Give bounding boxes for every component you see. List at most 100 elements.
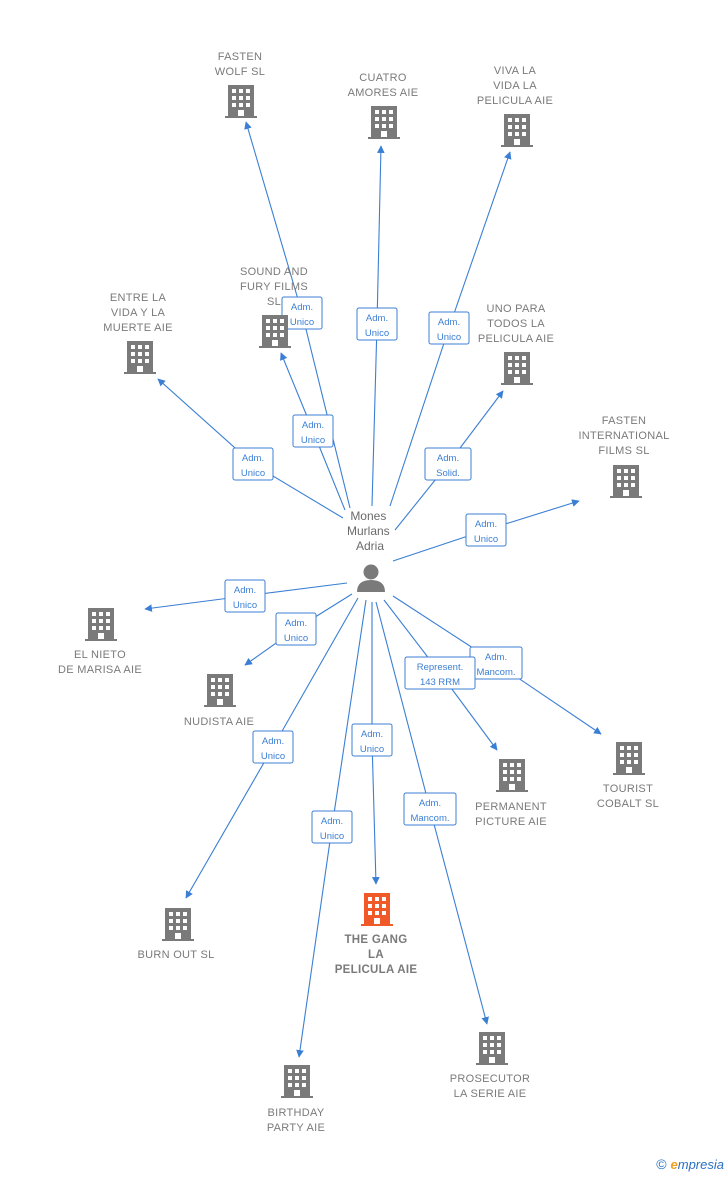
edge-label-box bbox=[351, 723, 393, 757]
company-label: BURN OUT SL bbox=[137, 949, 214, 961]
company-label-line: PROSECUTOR bbox=[450, 1073, 530, 1085]
company-label-line: BIRTHDAY bbox=[267, 1107, 324, 1119]
edge-prosecutor: Adm.Mancom. bbox=[375, 601, 489, 1025]
edge-role-label[interactable]: Adm.Unico bbox=[311, 810, 353, 844]
company-label-line: VIDA LA bbox=[493, 80, 537, 92]
edge-role-label[interactable]: Adm.Unico bbox=[428, 311, 470, 345]
edge-nudista: Adm. Unico bbox=[244, 593, 353, 666]
edge-role-label[interactable]: Represent.143 RRM bbox=[404, 656, 476, 690]
company-label-line: EL NIETO bbox=[74, 649, 126, 661]
edge-label-text: Adm. bbox=[361, 729, 383, 740]
edge-label-text: Unico bbox=[284, 633, 308, 644]
company-node-burn-out[interactable]: BURN OUT SL bbox=[137, 908, 214, 961]
company-label-line: FASTEN bbox=[602, 415, 647, 427]
edge-el-nieto: Adm.Unico bbox=[144, 579, 348, 613]
edge-cuatro-amores: Adm. Unico bbox=[356, 145, 398, 507]
edge-label-text: Unico bbox=[290, 317, 314, 328]
company-label-line: FASTEN bbox=[218, 51, 263, 63]
edge-role-label[interactable]: Adm.Unico bbox=[232, 447, 274, 481]
edge-label-box bbox=[404, 656, 476, 690]
footer-brand[interactable]: © empresia bbox=[656, 1156, 724, 1172]
company-label: NUDISTA AIE bbox=[184, 716, 254, 728]
company-label-line: FURY FILMS bbox=[240, 281, 308, 293]
edge-label-text: Unico bbox=[474, 534, 498, 545]
company-node-cuatro-amores[interactable]: CUATRO AMORES AIE bbox=[348, 72, 419, 139]
building-icon bbox=[85, 608, 117, 641]
edge-label-box bbox=[292, 414, 334, 448]
edge-label-text: Adm. bbox=[485, 652, 507, 663]
edge-label-text: Unico bbox=[365, 328, 389, 339]
company-label-line: INTERNATIONAL bbox=[578, 430, 669, 442]
company-node-prosecutor[interactable]: PROSECUTOR LA SERIE AIE bbox=[450, 1032, 530, 1100]
edge-fasten-international: Adm.Unico bbox=[392, 499, 580, 562]
edge-role-label[interactable]: Adm.Unico bbox=[224, 579, 266, 613]
edge-role-label[interactable]: Adm. Unico bbox=[275, 612, 317, 646]
edge-label-text: Unico bbox=[320, 831, 344, 842]
company-label-line: LA SERIE AIE bbox=[454, 1088, 527, 1100]
edge-role-label[interactable]: Adm.Mancom. bbox=[469, 646, 523, 680]
edge-burn-out: Adm. Unico bbox=[185, 597, 359, 899]
edge-label-text: Adm. bbox=[242, 453, 264, 464]
company-node-nudista[interactable]: NUDISTA AIE bbox=[184, 674, 254, 728]
company-label-line: CUATRO bbox=[359, 72, 407, 84]
edge-label-text: Mancom. bbox=[410, 813, 449, 824]
edge-label-box bbox=[311, 810, 353, 844]
building-icon bbox=[162, 908, 194, 941]
building-icon bbox=[501, 352, 533, 385]
edge-uno-para-todos: Adm.Solid. bbox=[394, 390, 504, 531]
edge-label-text: Unico bbox=[261, 751, 285, 762]
edge-role-label[interactable]: Adm. Unico bbox=[351, 723, 393, 757]
company-label-line: SOUND AND bbox=[240, 266, 308, 278]
edge-role-label[interactable]: Adm.Unico bbox=[465, 513, 507, 547]
edge-permanent-picture: Represent.143 RRM bbox=[383, 599, 498, 751]
edge-sound-and-fury: Adm.Unico bbox=[280, 352, 346, 511]
edge-label-box bbox=[428, 311, 470, 345]
company-label-line: PELICULA AIE bbox=[335, 964, 418, 976]
edge-label-text: Unico bbox=[301, 435, 325, 446]
edge-label-text: Adm. bbox=[366, 313, 388, 324]
building-icon bbox=[259, 315, 291, 348]
company-node-sound-and-fury[interactable]: SOUND AND FURY FILMS SL bbox=[240, 266, 308, 348]
building-icon bbox=[610, 465, 642, 498]
edge-role-label[interactable]: Adm.Solid. bbox=[424, 447, 472, 481]
building-icon bbox=[476, 1032, 508, 1065]
building-icon bbox=[361, 893, 393, 926]
edge-fasten-wolf: Adm. Unico bbox=[244, 121, 351, 509]
edge-role-label[interactable]: Adm.Unico bbox=[292, 414, 334, 448]
edge-role-label[interactable]: Adm.Unico bbox=[252, 730, 294, 764]
edge-role-label[interactable]: Adm.Mancom. bbox=[403, 792, 457, 826]
company-label-line: VIVA LA bbox=[494, 65, 537, 77]
edge-label-text: Adm. bbox=[437, 453, 459, 464]
building-icon bbox=[225, 85, 257, 118]
company-label-line: AMORES AIE bbox=[348, 87, 419, 99]
company-label-line: PICTURE AIE bbox=[475, 816, 547, 828]
building-icon bbox=[501, 114, 533, 147]
edge-label-text: Unico bbox=[360, 744, 384, 755]
edge-label-text: Adm. bbox=[285, 618, 307, 629]
edge-label-text: Unico bbox=[437, 332, 461, 343]
brand-name: mpresia bbox=[677, 1156, 724, 1172]
center-label-line: Murlans bbox=[347, 524, 390, 538]
center-label: Mones Murlans Adria bbox=[347, 509, 393, 553]
center-person[interactable]: Mones Murlans Adria bbox=[347, 509, 393, 592]
company-label-line: SL bbox=[267, 296, 281, 308]
edge-label-box bbox=[403, 792, 457, 826]
edge-role-label[interactable]: Adm. Unico bbox=[356, 307, 398, 341]
edge-label-text: Adm. bbox=[291, 302, 313, 313]
edge-role-label[interactable]: Adm. Unico bbox=[281, 296, 323, 330]
empresia-logo: empresia bbox=[671, 1157, 724, 1172]
person-icon bbox=[357, 564, 385, 592]
